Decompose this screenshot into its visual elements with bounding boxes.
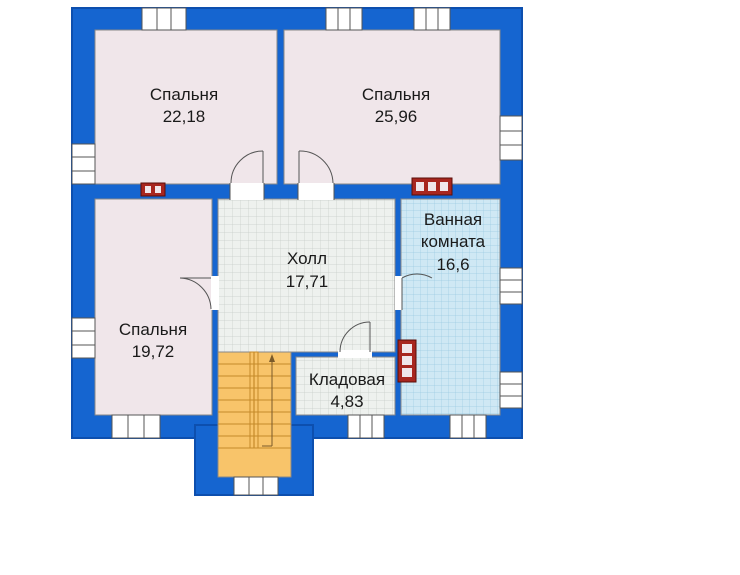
door-bedroom-3 bbox=[179, 276, 219, 310]
storage-name: Кладовая bbox=[309, 370, 385, 389]
vent-duct-right bbox=[411, 177, 453, 196]
bedroom-3-name: Спальня bbox=[119, 320, 187, 339]
bedroom-3-floor bbox=[94, 198, 213, 416]
windows bbox=[71, 7, 523, 496]
door-bedroom-1 bbox=[229, 150, 265, 200]
storage-area: 4,83 bbox=[330, 392, 363, 411]
bedroom-2-area: 25,96 bbox=[375, 107, 418, 126]
vent-duct-left bbox=[140, 182, 166, 197]
bedroom-2-name: Спальня bbox=[362, 85, 430, 104]
door-bedroom-2 bbox=[297, 150, 335, 200]
staircase bbox=[217, 351, 292, 478]
vent-duct-bath bbox=[397, 339, 417, 383]
bedroom-1-name: Спальня bbox=[150, 85, 218, 104]
door-bathroom bbox=[395, 273, 433, 310]
hall-floor bbox=[217, 198, 396, 353]
hall-name: Холл bbox=[287, 249, 327, 268]
bathroom-name-line2: комната bbox=[421, 232, 486, 251]
bathroom-area: 16,6 bbox=[436, 255, 469, 274]
hall-area: 17,71 bbox=[286, 272, 329, 291]
door-storage bbox=[338, 321, 372, 358]
bathroom-floor bbox=[400, 198, 501, 416]
storage-floor bbox=[295, 356, 396, 416]
bathroom-name-line1: Ванная bbox=[424, 210, 482, 229]
bedroom-1-area: 22,18 bbox=[163, 107, 206, 126]
bedroom-3-area: 19,72 bbox=[132, 342, 175, 361]
window-mullions bbox=[72, 8, 522, 495]
